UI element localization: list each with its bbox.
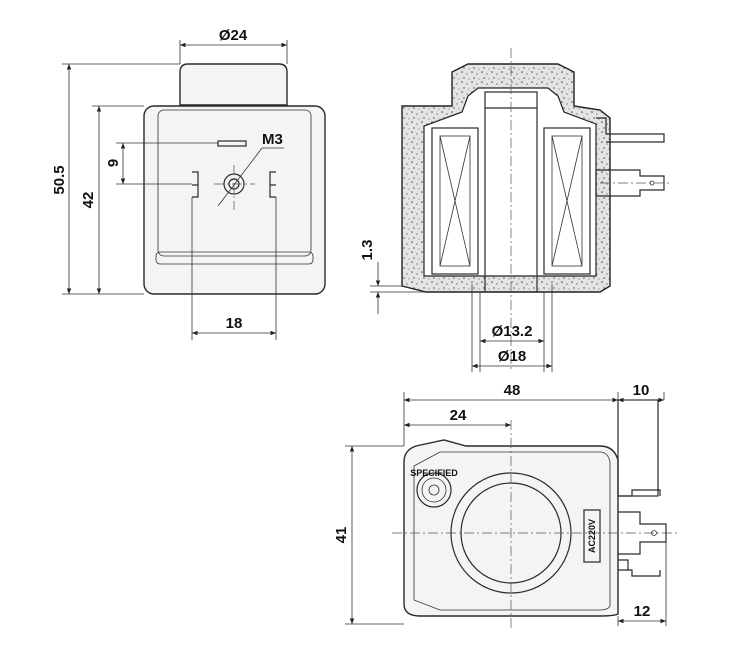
coil-winding-right [543,127,591,275]
dim-overall-width: 48 [504,382,521,399]
dim-center-offset: 24 [450,407,467,424]
dim-slot-offset: 9 [105,159,122,167]
connector-pins-top [618,489,667,577]
dim-bottom-gap: 1.3 [359,240,376,261]
dim-inner-bore: Ø13.2 [492,323,533,340]
voltage-label-box [583,509,601,563]
coil-body-inner-outline [157,109,312,257]
dim-outer-bore: Ø18 [498,348,526,365]
section-view: 1.3 Ø13.2 Ø18 [359,48,672,372]
dim-connector-width: 10 [633,382,650,399]
coil-top-cap [179,63,288,106]
voltage-label: AC220V [587,519,597,553]
dim-total-height: 50.5 [51,165,68,194]
inner-cavity [423,87,597,277]
dim-height-top: 41 [333,527,350,544]
dim-width-top: Ø24 [219,27,248,44]
dim-body-height: 42 [80,192,97,209]
top-view: SPECIFIED AC220V 48 24 10 41 12 [333,382,680,630]
coil-body-front [143,105,326,295]
connector-section [595,117,665,197]
connector-top-plate [617,399,659,497]
seal-text: SPECIFIED [410,468,458,478]
coil-winding-left [431,127,479,275]
seal-badge [416,472,452,508]
coil-base-strip [155,251,314,265]
left-pin [192,171,199,198]
front-view: Ø24 50.5 42 9 18 M3 [51,27,326,340]
label-screw: M3 [262,131,283,148]
top-slot [217,140,247,147]
dim-pin-width: 12 [634,603,651,620]
dim-pin-spacing: 18 [226,315,243,332]
right-pin [269,171,276,198]
